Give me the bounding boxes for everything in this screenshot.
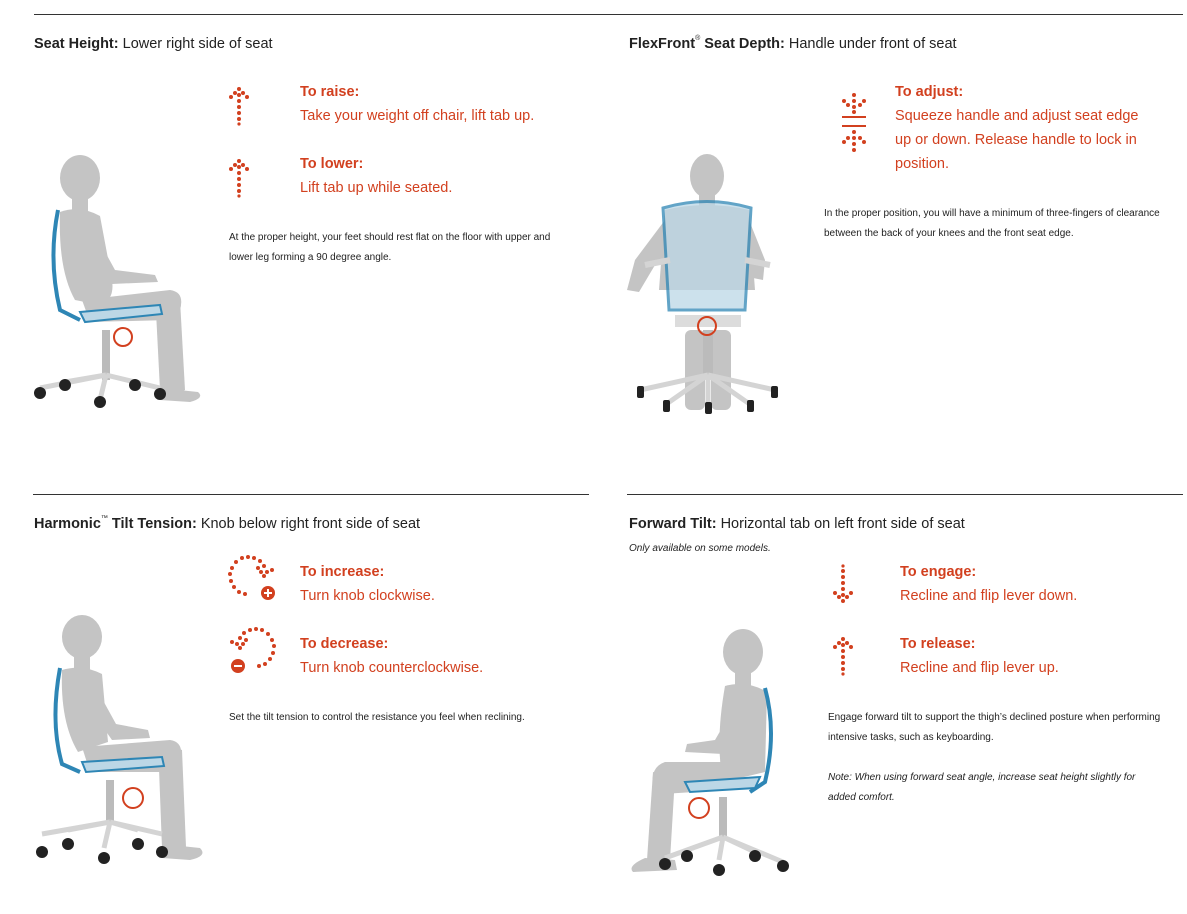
lower-text: Lift tab up while seated.	[300, 180, 453, 196]
forward-tilt-description: Engage forward tilt to support the thigh…	[828, 712, 1161, 743]
increase-text: Turn knob clockwise.	[300, 588, 435, 604]
decrease-text: Turn knob counterclockwise.	[300, 660, 484, 676]
raise-text: Take your weight off chair, lift tab up.	[300, 108, 535, 124]
seat-height-description: At the proper height, your feet should r…	[229, 232, 551, 263]
forward-tilt-illustration	[631, 629, 789, 876]
engage-heading: To engage:	[900, 564, 977, 580]
tilt-tension-rule	[33, 494, 589, 495]
forward-tilt-title: Forward Tilt: Horizontal tab on left fro…	[629, 516, 965, 532]
arrow-up-icon	[229, 87, 249, 126]
seat-depth-illustration	[627, 154, 778, 414]
adjust-arrows-icon	[842, 93, 866, 152]
top-rule	[34, 14, 1183, 15]
rotate-counterclockwise-minus-icon	[230, 627, 276, 673]
forward-tilt-availability: Only available on some models.	[629, 543, 771, 554]
seat-depth-title: FlexFront® Seat Depth: Handle under fron…	[629, 35, 957, 52]
forward-tilt-rule	[627, 494, 1183, 495]
adjust-text: Squeeze handle and adjust seat edge up o…	[895, 108, 1139, 172]
lower-heading: To lower:	[300, 156, 364, 172]
tilt-tension-illustration	[36, 615, 203, 864]
seat-height-illustration	[34, 155, 201, 408]
adjust-heading: To adjust:	[895, 84, 964, 100]
engage-text: Recline and flip lever down.	[900, 588, 1078, 604]
release-text: Recline and flip lever up.	[900, 660, 1059, 676]
arrow-up-icon	[229, 159, 249, 198]
seat-depth-description: In the proper position, you will have a …	[824, 208, 1160, 239]
tilt-tension-title: Harmonic™ Tilt Tension: Knob below right…	[34, 515, 421, 532]
release-heading: To release:	[900, 636, 976, 652]
arrow-down-icon	[833, 564, 853, 603]
tilt-tension-description: Set the tilt tension to control the resi…	[229, 712, 525, 723]
increase-heading: To increase:	[300, 564, 385, 580]
arrow-up-icon	[833, 637, 853, 676]
decrease-heading: To decrease:	[300, 636, 389, 652]
raise-heading: To raise:	[300, 84, 360, 100]
forward-tilt-note: Note: When using forward seat angle, inc…	[828, 772, 1136, 803]
seat-height-title: Seat Height: Lower right side of seat	[34, 36, 273, 52]
rotate-clockwise-plus-icon	[228, 555, 275, 600]
